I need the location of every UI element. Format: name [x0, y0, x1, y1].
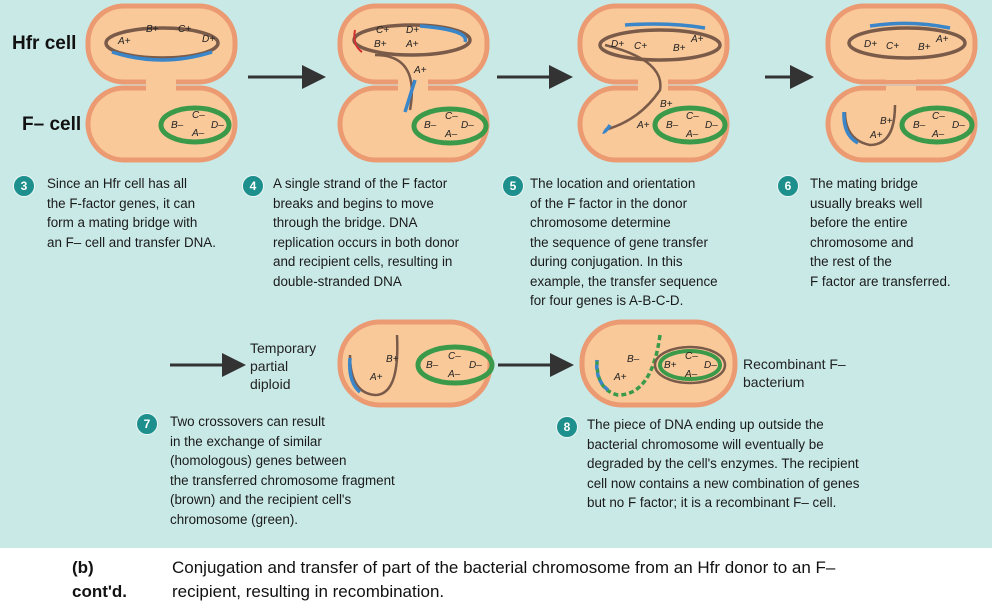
gene-b-plus: B+: [918, 42, 931, 53]
recipient-chromosome: [158, 105, 232, 145]
gene-c-minus: C–: [192, 110, 205, 121]
gene-b-minus: B–: [913, 120, 926, 131]
recipient-chromosome: [899, 105, 975, 145]
gene-a-minus: A–: [684, 369, 698, 380]
recipient-chromosome: [415, 344, 495, 386]
gene-d-minus: D–: [469, 360, 482, 371]
gene-d-plus: D+: [864, 39, 877, 50]
mating-bridge: [638, 70, 668, 100]
temporary-partial-diploid-label: Temporary partial diploid: [250, 340, 317, 392]
step-6-text: The mating bridge usually breaks well be…: [810, 176, 951, 289]
recipient-chromosome: [652, 105, 728, 145]
step-7-badge: 7: [136, 413, 158, 435]
gene-a-plus: A+: [405, 39, 419, 50]
gene-c-minus: C–: [448, 351, 461, 362]
caption-text: Conjugation and transfer of part of the …: [172, 558, 836, 601]
gene-b-minus: B–: [424, 120, 437, 131]
gene-a-plus: A+: [935, 34, 949, 45]
recombinant-bacterium-label: Recombinant F– bacterium: [743, 356, 846, 390]
figure-area: A+ B+ C+ D+ B– C– A– D– C+ B+ D+ A+ A+ B…: [0, 0, 992, 548]
mating-bridge: [146, 70, 176, 100]
process-arrows: [170, 65, 814, 377]
gene-b-plus: B+: [673, 43, 686, 54]
gene-b-plus: B+: [660, 99, 673, 110]
donor-chromosome: [847, 26, 967, 60]
gene-d-plus: D+: [406, 25, 419, 36]
gene-c-minus: C–: [445, 111, 458, 122]
gene-a-minus: A–: [447, 369, 461, 380]
gene-b-plus: B+: [374, 39, 387, 50]
mating-bridge: [886, 86, 916, 94]
step-3-badge: 3: [13, 175, 35, 197]
gene-a-minus: A–: [444, 129, 458, 140]
gene-c-plus: C+: [634, 41, 647, 52]
gene-a-minus: A–: [931, 129, 945, 140]
gene-c-plus: C+: [376, 25, 389, 36]
gene-b-minus: B–: [426, 360, 439, 371]
gene-c-plus: C+: [178, 24, 191, 35]
gene-a-plus: A+: [117, 36, 131, 47]
gene-d-plus: D+: [202, 34, 215, 45]
gene-d-minus: D–: [211, 120, 224, 131]
gene-a-minus: A–: [685, 129, 699, 140]
gene-a-plus: A+: [613, 372, 627, 383]
gene-d-plus: D+: [611, 39, 624, 50]
step-8-text: The piece of DNA ending up outside the b…: [587, 417, 860, 510]
gene-c-minus: C–: [686, 111, 699, 122]
step-7-text: Two crossovers can result in the exchang…: [170, 414, 395, 527]
step-4-badge: 4: [242, 175, 264, 197]
recipient-chromosome: [411, 106, 489, 146]
chromosomes: [104, 21, 975, 397]
hfr-cell-label: Hfr cell: [12, 33, 77, 54]
gene-b-minus: B–: [171, 120, 184, 131]
partial-diploid-cell: [337, 319, 493, 408]
step-5-text: The location and orientation of the F fa…: [530, 176, 718, 308]
step-4-text: A single strand of the F factor breaks a…: [273, 176, 460, 289]
gene-a-plus: A+: [690, 34, 704, 45]
gene-a-plus: A+: [369, 372, 383, 383]
gene-c-plus: C+: [886, 41, 899, 52]
donor-chromosome: [598, 28, 722, 62]
gene-b-plus: B+: [664, 360, 677, 371]
gene-b-plus: B+: [386, 354, 399, 365]
gene-labels: A+ B+ C+ D+ B– C– A– D– C+ B+ D+ A+ A+ B…: [117, 24, 965, 383]
gene-a-plus: A+: [413, 65, 427, 76]
gene-b-minus: B–: [666, 120, 679, 131]
diagram-art: A+ B+ C+ D+ B– C– A– D– C+ B+ D+ A+ A+ B…: [85, 3, 978, 408]
gene-c-minus: C–: [932, 111, 945, 122]
gene-b-plus: B+: [880, 116, 893, 127]
step-8-badge: 8: [556, 416, 578, 438]
caption-tag: (b) cont'd.: [72, 558, 128, 601]
gene-c-minus: C–: [685, 351, 698, 362]
gene-a-plus: A+: [636, 120, 650, 131]
gene-b-minus: B–: [627, 354, 640, 365]
donor-chromosome: [104, 26, 220, 60]
replicating-strand: [111, 50, 213, 62]
gene-d-minus: D–: [705, 120, 718, 131]
gene-a-minus: A–: [191, 128, 205, 139]
gene-d-minus: D–: [952, 120, 965, 131]
gene-d-minus: D–: [461, 120, 474, 131]
step-3-text: Since an Hfr cell has all the F-factor g…: [47, 176, 216, 250]
f-minus-cell-label: F– cell: [22, 114, 82, 135]
gene-a-plus: A+: [869, 130, 883, 141]
gene-d-minus: D–: [704, 360, 717, 371]
mating-bridge: [886, 72, 916, 80]
gene-b-plus: B+: [146, 24, 159, 35]
step-5-badge: 5: [502, 175, 524, 197]
step-6-badge: 6: [777, 175, 799, 197]
